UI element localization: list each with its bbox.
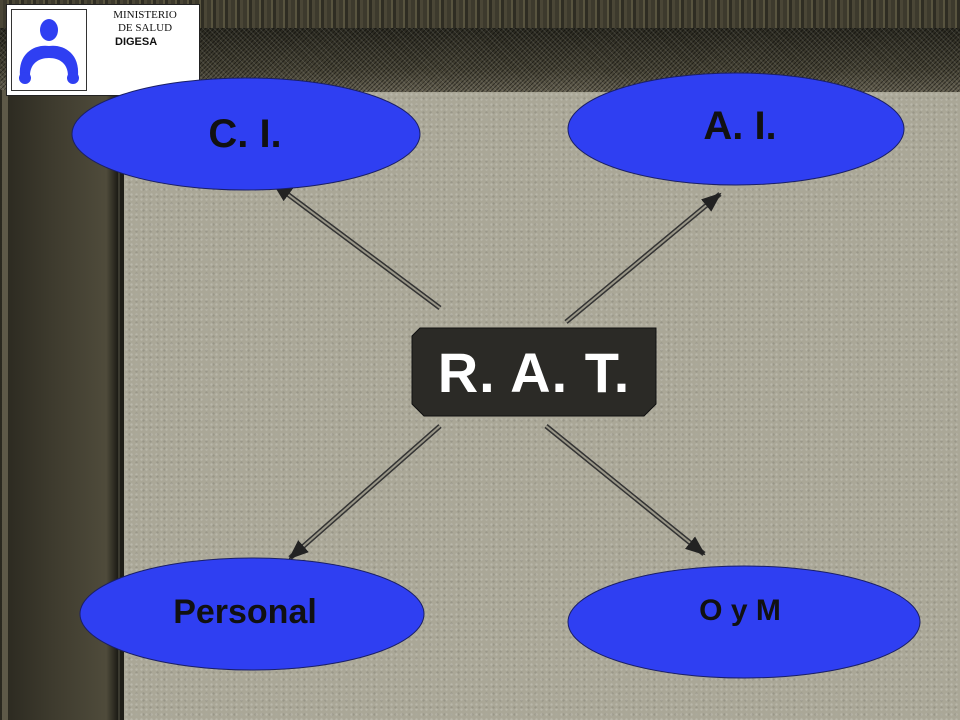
center-label: R. A. T. (437, 340, 631, 404)
arrow-to-ai (564, 192, 722, 324)
person-icon (11, 9, 87, 91)
arrow-to-oym (544, 424, 706, 556)
ministry-logo: MINISTERIO DE SALUD DIGESA (6, 4, 200, 96)
node-label-ci: C. I. (208, 112, 282, 156)
node-personal (79, 557, 425, 671)
node-label-ai: A. I. (703, 104, 777, 148)
node-label-personal: Personal (173, 593, 317, 631)
logo-line-de-salud: DE SALUD (117, 22, 173, 34)
arrow-to-ci (272, 181, 442, 311)
node-ai (567, 72, 905, 186)
node-oym (567, 565, 921, 679)
node-label-oym: O y M (699, 594, 781, 627)
arrow-to-personal (288, 424, 442, 560)
logo-line-ministerio: MINISTERIO (113, 9, 177, 21)
logo-line-digesa: DIGESA (115, 36, 158, 48)
node-ci (71, 77, 421, 191)
logo-text: MINISTERIO DE SALUD DIGESA (93, 9, 197, 49)
center-box (411, 327, 657, 417)
